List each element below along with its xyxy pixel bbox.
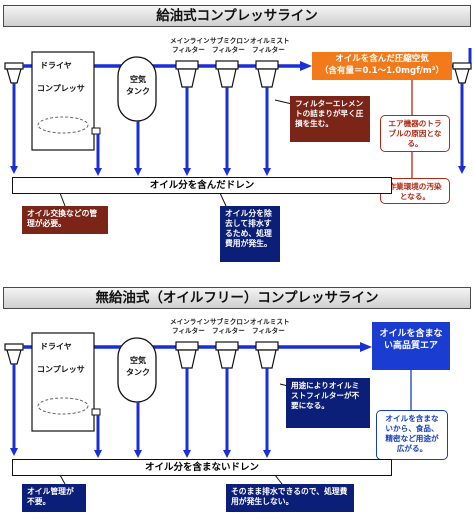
oil-filters	[175, 60, 279, 176]
oil-output-bg	[312, 52, 452, 80]
oilfree-manage-note: オイル管理が不要。	[22, 484, 86, 512]
oilfree-compressor-unit	[31, 332, 102, 458]
oilfree-usage-note: オイルを含まないから、食品、精密など用途が広がる。	[376, 410, 448, 460]
oilfree-air-tank	[117, 337, 157, 458]
oil-outlet-filter	[450, 48, 472, 174]
oil-filter-mist-suffix: フィルター	[252, 46, 285, 54]
oilfree-filter-mist-suffix: フィルター	[252, 327, 285, 335]
oilfree-filter-submicron-label: サブミクロン	[210, 318, 250, 326]
oil-filter-main-label: メインライン	[170, 37, 210, 45]
oil-air-tank	[117, 56, 157, 176]
oilfree-filter-main-label: メインライン	[170, 318, 210, 326]
oil-manage-note: オイル交換などの管理が必要。	[22, 206, 108, 234]
oil-drain-bar: オイル分を含んだドレン	[12, 177, 392, 194]
oil-trouble-note: エア機器のトラブルの原因となる。	[380, 115, 450, 152]
oil-compressor-label: コンプレッサ	[37, 84, 85, 93]
oilfree-dryer-label: ドライヤ	[40, 342, 72, 351]
oil-filter-submicron-label: サブミクロン	[210, 37, 250, 45]
oil-filter-main-suffix: フィルター	[172, 46, 205, 54]
oil-output-text: オイルを含んだ圧縮空気 （含有量＝0.1～1.0mgf/m³）	[312, 53, 452, 77]
oil-filter-mist-label: オイルミスト	[250, 37, 290, 45]
oil-section-title: 給油式コンプレッサライン	[3, 5, 471, 27]
oilfree-output-bg	[372, 322, 450, 370]
oil-intake-filter	[4, 62, 24, 174]
oilfree-filter-mist-label: オイルミスト	[250, 318, 290, 326]
oil-tank-label-1: 空気	[130, 75, 146, 84]
oil-compressor-unit	[31, 51, 102, 176]
oil-section-graphics	[4, 48, 472, 207]
oilfree-filter-note: 用途によりオイルミストフィルターが不要になる。	[286, 378, 370, 428]
oil-treatment-note: オイル分を除去して排水するため、処理費用が発生。	[220, 206, 280, 262]
oilfree-filter-main-suffix: フィルター	[172, 327, 205, 335]
oilfree-filter-submicron-suffix: フィルター	[212, 327, 245, 335]
oilfree-discharge-note: そのまま排水できるので、処理費用が発生しない。	[226, 484, 354, 512]
oil-output-line2: （含有量＝0.1～1.0mgf/m³）	[320, 66, 444, 76]
oil-output-line1: オイルを含んだ圧縮空気	[335, 54, 429, 64]
oilfree-drain-bar: オイル分を含まないドレン	[12, 459, 392, 476]
oilfree-section-title: 無給油式（オイルフリー）コンプレッサライン	[3, 287, 471, 309]
oil-dryer-label: ドライヤ	[40, 61, 72, 70]
oilfree-intake-filter	[4, 343, 24, 456]
oilfree-tank-label-1: 空気	[130, 356, 146, 365]
oil-clog-note: フィルターエレメントの詰まりが早く圧損を生む。	[290, 96, 370, 142]
oil-filter-submicron-suffix: フィルター	[212, 46, 245, 54]
oilfree-compressor-label: コンプレッサ	[37, 365, 85, 374]
oilfree-tank-label-2: タンク	[126, 368, 150, 377]
oilfree-output-text: オイルを含まない高品質エア	[379, 329, 443, 351]
oilfree-filters	[175, 341, 279, 458]
oilfree-section-graphics	[4, 322, 450, 485]
oil-tank-label-2: タンク	[126, 87, 150, 96]
